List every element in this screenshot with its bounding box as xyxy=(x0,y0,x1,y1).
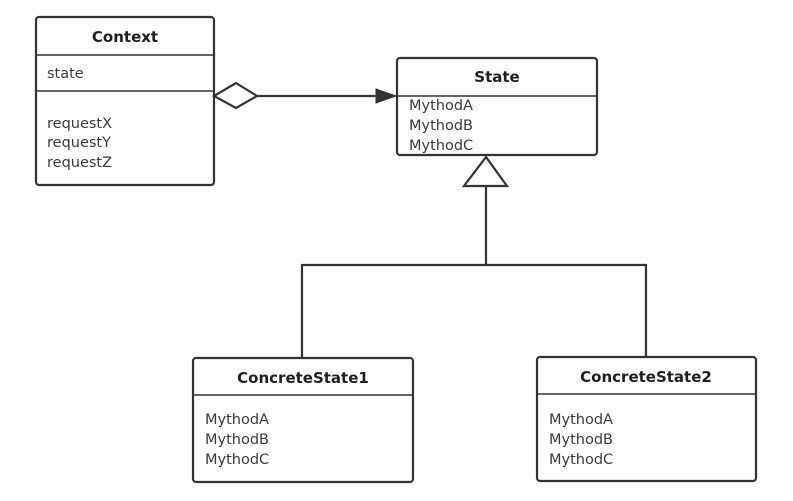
class-context: Context state requestX requestY requestZ xyxy=(34,15,216,187)
class-state-box xyxy=(395,56,599,157)
class-concrete-state-2-method: MythodC xyxy=(549,452,613,468)
class-context-attribute: state xyxy=(47,66,84,82)
class-state-method: MythodC xyxy=(409,138,473,154)
class-concrete-state-1-method: MythodB xyxy=(205,432,269,448)
class-state-name: State xyxy=(474,68,519,86)
class-concrete-state-2-method: MythodB xyxy=(549,432,613,448)
arrowhead-icon xyxy=(375,88,398,104)
class-state-method: MythodB xyxy=(409,118,473,134)
class-concrete-state-1-method: MythodA xyxy=(205,412,269,428)
class-concrete-state-1: ConcreteState1 MythodA MythodB MythodC xyxy=(191,356,415,484)
class-concrete-state-2-name: ConcreteState2 xyxy=(580,368,712,386)
inheritance-triangle-icon xyxy=(461,155,510,188)
class-context-box xyxy=(34,15,216,187)
class-concrete-state-2-box xyxy=(535,355,758,483)
class-context-name: Context xyxy=(92,28,158,46)
class-concrete-state-1-box xyxy=(191,356,415,484)
class-state-method: MythodA xyxy=(409,98,473,114)
class-concrete-state-1-method: MythodC xyxy=(205,452,269,468)
class-context-method: requestX xyxy=(47,116,112,132)
class-context-method: requestZ xyxy=(47,155,112,171)
generalization-tree xyxy=(300,155,648,358)
aggregation-context-state xyxy=(211,81,398,110)
class-concrete-state-1-name: ConcreteState1 xyxy=(237,369,369,387)
class-state: State MythodA MythodB MythodC xyxy=(395,56,599,157)
aggregation-diamond-icon xyxy=(211,81,260,110)
class-concrete-state-2: ConcreteState2 MythodA MythodB MythodC xyxy=(535,355,758,483)
class-context-method: requestY xyxy=(47,135,111,151)
class-concrete-state-2-method: MythodA xyxy=(549,412,613,428)
